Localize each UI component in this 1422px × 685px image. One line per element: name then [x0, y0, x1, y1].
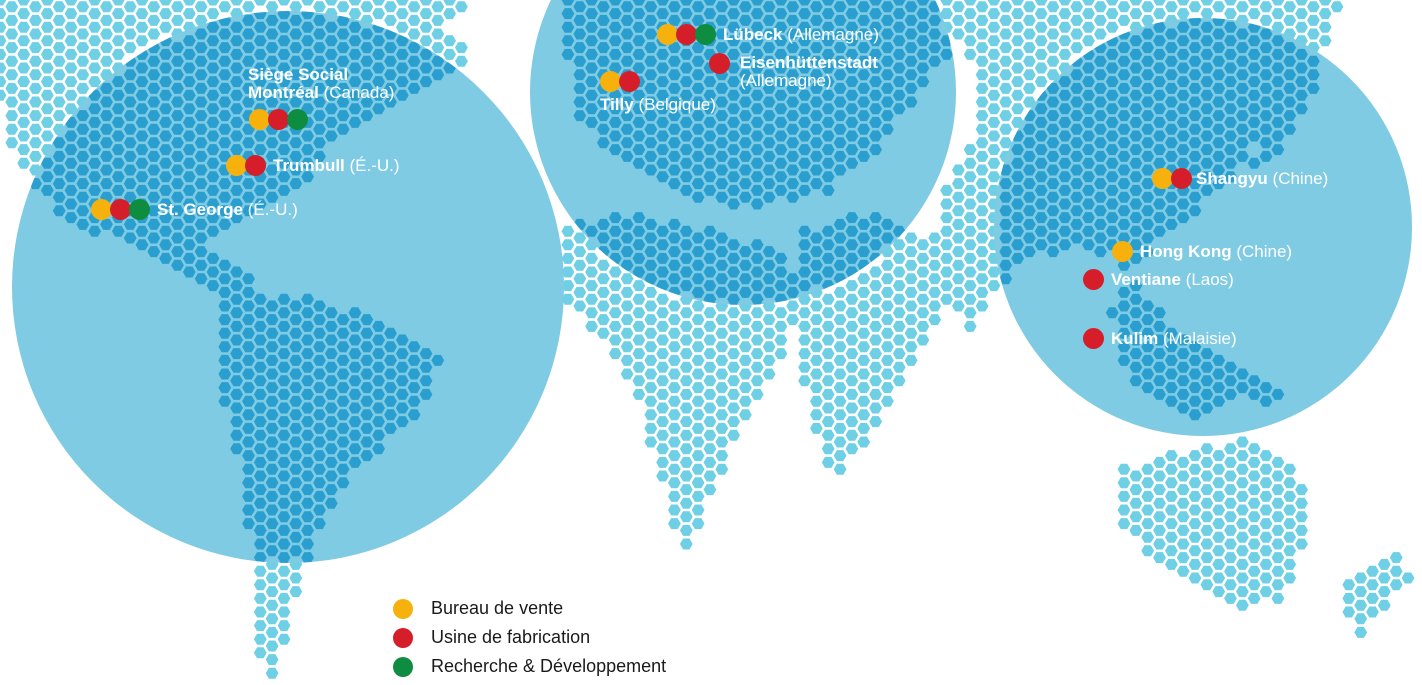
- location-country: (Malaisie): [1162, 329, 1237, 348]
- location-name: Kulim: [1111, 329, 1159, 348]
- location-label: Trumbull (É.-U.): [273, 156, 400, 175]
- location-name: Ventiane: [1111, 270, 1181, 289]
- location-dots: [249, 109, 308, 130]
- location-label: Shangyu (Chine): [1196, 169, 1328, 188]
- location-st-george: St. George (É.-U.): [91, 199, 298, 220]
- factory-dot: [1083, 269, 1104, 290]
- location-kulim: Kulim (Malaisie): [1083, 328, 1237, 349]
- location-country: (É.-U.): [349, 156, 400, 175]
- location-dots: [226, 155, 266, 176]
- location-country: (É.-U.): [247, 200, 298, 219]
- factory-dot: [393, 627, 413, 648]
- location-ventiane: Ventiane (Laos): [1083, 269, 1234, 290]
- sales-office-dot: [1152, 168, 1173, 189]
- land-hexagon-pattern: [999, 18, 1320, 421]
- location-dots: [91, 199, 150, 220]
- legend-item-factory: Usine de fabrication: [393, 623, 666, 652]
- legend-item-sales: Bureau de vente: [393, 594, 666, 623]
- region-circle-americas: [12, 11, 564, 563]
- location-country: (Belgique): [638, 95, 716, 114]
- sales-office-dot: [657, 24, 678, 45]
- location-dots: [1152, 168, 1192, 189]
- location-country: (Allemagne): [740, 71, 832, 90]
- factory-dot: [1171, 168, 1192, 189]
- europe-land-hexagons: [561, 0, 953, 305]
- rnd-dot: [129, 199, 150, 220]
- location-country: (Allemagne): [787, 25, 879, 44]
- location-name-line2: Montréal: [248, 83, 319, 102]
- factory-dot: [619, 71, 640, 92]
- location-dots: [709, 53, 730, 74]
- factory-dot: [245, 155, 266, 176]
- location-country: (Chine): [1272, 169, 1329, 188]
- location-label-montreal: Siège Social Montréal (Canada): [248, 66, 394, 102]
- location-trumbull: Trumbull (É.-U.): [226, 155, 400, 176]
- rnd-dot: [393, 656, 413, 677]
- factory-dot: [709, 53, 730, 74]
- location-tilly-marker: [600, 71, 640, 92]
- location-marker-montreal: [249, 109, 308, 130]
- location-name: Eisenhüttenstadt: [740, 53, 878, 72]
- land-hexagon-pattern: [561, 0, 953, 305]
- location-name: Lübeck: [723, 25, 783, 44]
- legend-label: Usine de fabrication: [431, 627, 591, 647]
- legend-label: Recherche & Développement: [431, 656, 667, 676]
- location-name: Hong Kong: [1140, 242, 1232, 261]
- location-country: (Laos): [1185, 270, 1234, 289]
- location-dots: [1083, 269, 1104, 290]
- location-shangyu: Shangyu (Chine): [1152, 168, 1328, 189]
- factory-dot: [268, 109, 289, 130]
- sales-office-dot: [393, 598, 413, 619]
- map-legend: Bureau de vente Usine de fabrication Rec…: [393, 594, 666, 681]
- location-label: Kulim (Malaisie): [1111, 329, 1237, 348]
- rnd-dot: [695, 24, 716, 45]
- factory-dot: [676, 24, 697, 45]
- location-country: (Canada): [323, 83, 395, 102]
- location-country: (Chine): [1236, 242, 1293, 261]
- location-label: St. George (É.-U.): [157, 200, 298, 219]
- location-label-eisenhuttenstadt: Eisenhüttenstadt (Allemagne): [740, 54, 878, 90]
- asia-land-hexagons: [999, 18, 1320, 421]
- americas-land-hexagons: [29, 11, 456, 563]
- location-label: Lübeck (Allemagne): [723, 25, 879, 44]
- land-hexagon-pattern: [29, 11, 456, 563]
- location-lubeck: Lübeck (Allemagne): [657, 24, 879, 45]
- location-name: Tilly: [600, 95, 634, 114]
- sales-office-dot: [600, 71, 621, 92]
- location-name: Siège Social: [248, 65, 349, 84]
- location-dots: [1112, 241, 1133, 262]
- location-label-tilly: Tilly (Belgique): [600, 96, 716, 114]
- location-dots: [1083, 328, 1104, 349]
- factory-dot: [110, 199, 131, 220]
- location-dots: [600, 71, 640, 92]
- legend-item-rnd: Recherche & Développement: [393, 652, 666, 681]
- location-name: St. George: [157, 200, 243, 219]
- sales-office-dot: [249, 109, 270, 130]
- location-label: Hong Kong (Chine): [1140, 242, 1292, 261]
- location-label: Ventiane (Laos): [1111, 270, 1234, 289]
- location-dots: [657, 24, 716, 45]
- rnd-dot: [287, 109, 308, 130]
- sales-office-dot: [1112, 241, 1133, 262]
- location-hong-kong: Hong Kong (Chine): [1112, 241, 1292, 262]
- location-eisenhuttenstadt-marker: [709, 53, 730, 74]
- location-name: Trumbull: [273, 156, 345, 175]
- sales-office-dot: [91, 199, 112, 220]
- factory-dot: [1083, 328, 1104, 349]
- location-name: Shangyu: [1196, 169, 1268, 188]
- legend-label: Bureau de vente: [431, 598, 564, 618]
- sales-office-dot: [226, 155, 247, 176]
